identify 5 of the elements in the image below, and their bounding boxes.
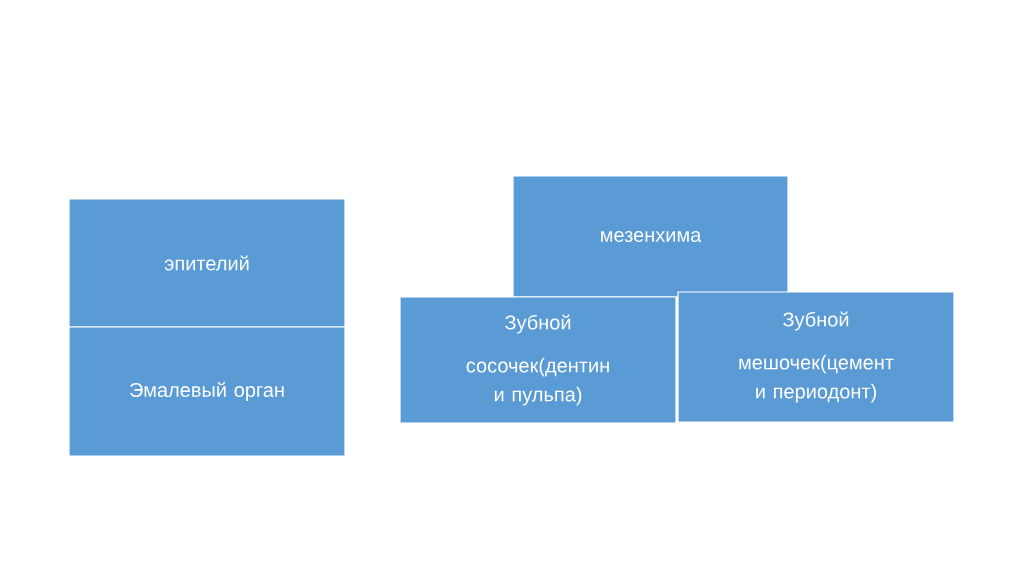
text-box: Зубной сосочек(дентин и пульпа) (399, 296, 677, 424)
text-box: эпителий (68, 198, 346, 328)
text-box: мезенхима (512, 175, 789, 298)
text-box: Эмалевый орган (68, 326, 346, 457)
text-box: Зубной мешочек(цемент и периодонт) (677, 291, 955, 423)
